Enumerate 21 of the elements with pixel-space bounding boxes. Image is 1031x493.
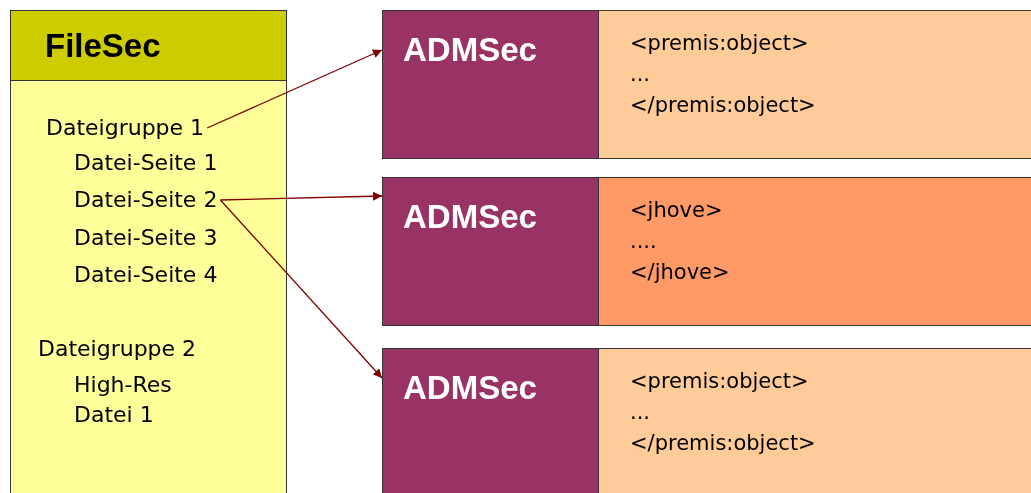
file-entry: Datei-Seite 3 <box>74 223 218 253</box>
file-entry: Dateigruppe 2 <box>38 334 197 364</box>
file-section-panel <box>10 10 287 493</box>
file-entry: High-Res Datei 1 <box>74 370 184 430</box>
admsec-row <box>382 348 1031 493</box>
arrow <box>219 191 383 201</box>
arrow <box>219 199 383 379</box>
file-entry: Datei-Seite 1 <box>74 148 218 178</box>
section-title: FileSec <box>11 11 286 81</box>
file-entry: Datei-Seite 2 <box>74 185 218 215</box>
code-text: <jhove> .... </jhove> <box>630 197 730 286</box>
file-entry: Dateigruppe 1 <box>46 113 205 143</box>
section-label: ADMSec <box>383 349 599 493</box>
section-label: ADMSec <box>383 178 599 325</box>
admsec-row <box>382 10 1031 159</box>
file-entry: Datei-Seite 4 <box>74 260 218 290</box>
arrow <box>206 49 383 129</box>
section-label: ADMSec <box>383 11 599 158</box>
code-text: <premis:object> ... </premis:object> <box>630 368 816 457</box>
admsec-row <box>382 177 1031 326</box>
code-text: <premis:object> ... </premis:object> <box>630 30 816 119</box>
